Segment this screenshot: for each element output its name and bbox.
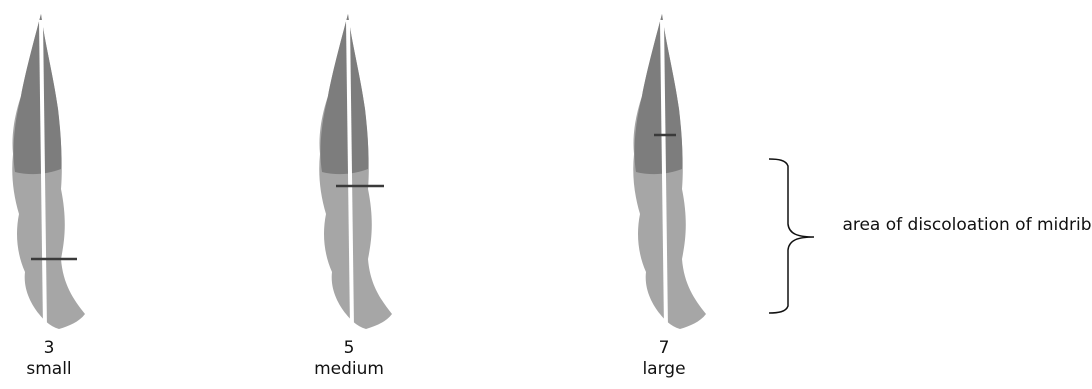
leaf-score: 3 — [0, 338, 109, 359]
leaf-caption-large: 7 large — [604, 338, 724, 380]
leaf-tip-shade — [13, 14, 61, 174]
leaf-size-label: small — [0, 359, 109, 380]
leaf-caption-small: 3 small — [0, 338, 109, 380]
leaf-tip-shade — [634, 14, 682, 174]
leaf-tip-shade — [320, 14, 368, 174]
leaf-drawing — [310, 14, 410, 332]
leaf-size-label: large — [604, 359, 724, 380]
leaf-score: 7 — [604, 338, 724, 359]
leaf-score: 5 — [289, 338, 409, 359]
discoloration-annotation: area of discoloation of midrib — [822, 215, 1092, 236]
bracket-path — [769, 159, 814, 313]
leaf-drawing — [3, 14, 103, 332]
leaf-figure-medium — [310, 14, 410, 332]
leaf-caption-medium: 5 medium — [289, 338, 409, 380]
leaf-size-label: medium — [289, 359, 409, 380]
leaf-drawing — [624, 14, 724, 332]
bracket-brace — [768, 158, 818, 314]
leaf-figure-large — [624, 14, 724, 332]
leaf-figure-small — [3, 14, 103, 332]
